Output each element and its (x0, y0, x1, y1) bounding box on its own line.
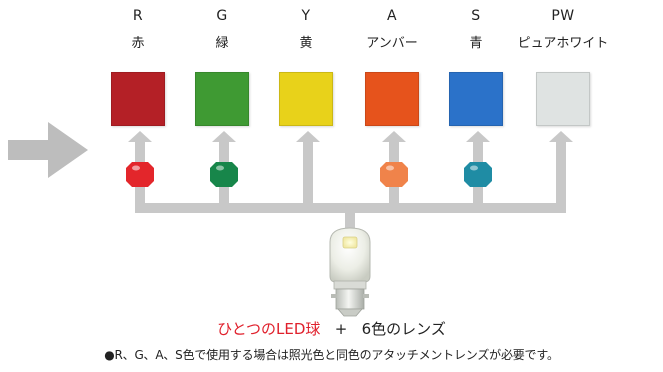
footnote: ●R、G、A、S色で使用する場合は照光色と同色のアタッチメントレンズが必要です。 (104, 348, 559, 362)
input-arrow-icon (8, 122, 88, 178)
color-name-y: 黄 (299, 36, 313, 51)
color-name-pw: ピュアホワイト (517, 36, 609, 51)
swatch-pw (536, 72, 590, 126)
swatch-r (111, 72, 165, 126)
lens-r (126, 162, 154, 187)
color-code-a: A (386, 8, 398, 24)
color-code-pw: PW (551, 8, 575, 24)
color-name-s: 青 (469, 36, 483, 51)
caption: ひとつのLED球 + 6色のレンズ (0, 318, 663, 339)
led-bulb-icon (329, 227, 371, 317)
color-code-g: G (216, 8, 228, 24)
color-code-r: R (132, 8, 144, 24)
color-name-r: 赤 (131, 36, 145, 51)
caption-lenses: 6色のレンズ (361, 320, 446, 338)
lens-a (380, 162, 408, 187)
swatch-g (195, 72, 249, 126)
swatch-y (279, 72, 333, 126)
color-code-y: Y (301, 8, 311, 24)
caption-plus: + (334, 320, 348, 338)
color-name-g: 緑 (215, 36, 229, 51)
caption-led: ひとつのLED球 (217, 320, 321, 338)
lens-s (464, 162, 492, 187)
color-code-s: S (471, 8, 481, 24)
connector-trunk (345, 208, 355, 232)
swatch-s (449, 72, 503, 126)
swatch-a (365, 72, 419, 126)
lens-g (210, 162, 238, 187)
connector-legs (128, 131, 573, 208)
color-name-a: アンバー (366, 36, 418, 51)
